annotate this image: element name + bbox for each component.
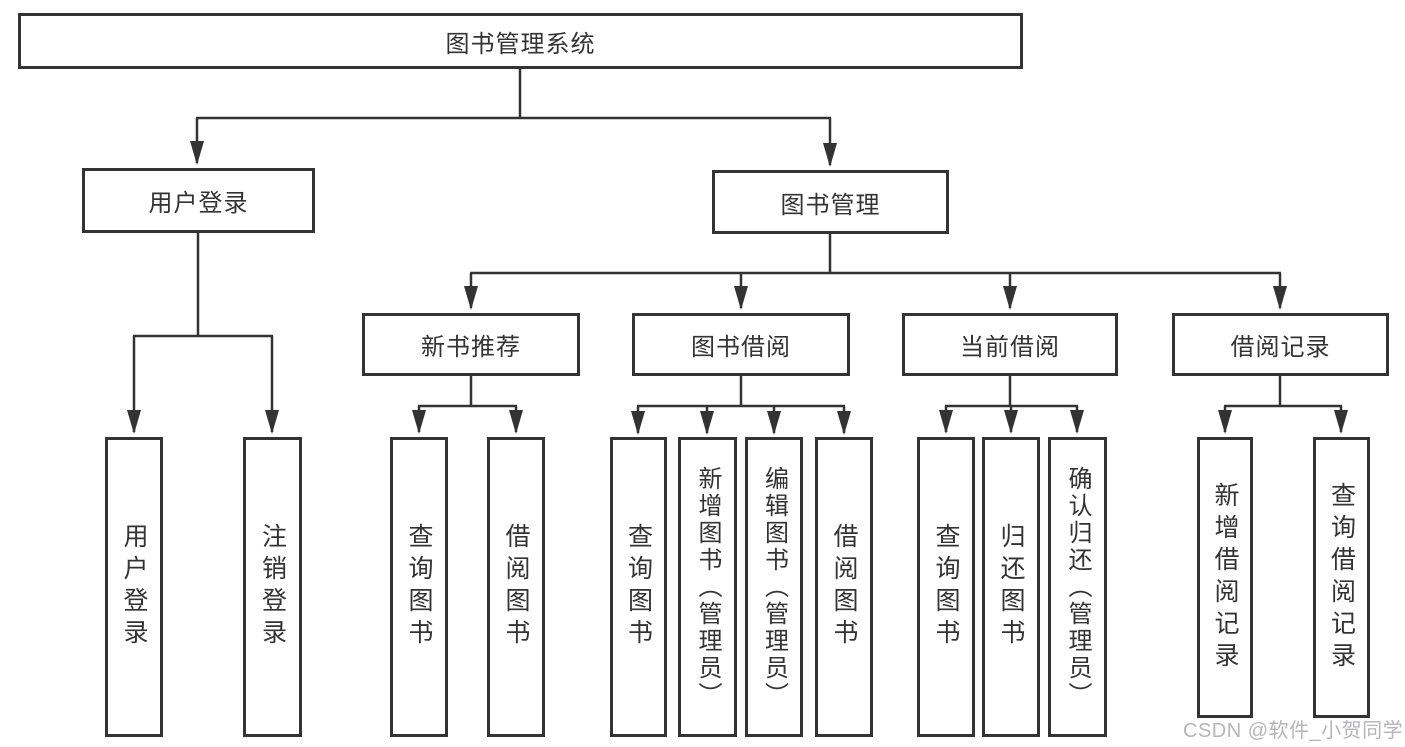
leaf-br-add-record: 新增借阅记录 <box>1197 437 1253 718</box>
node-current-borrowing: 当前借阅 <box>902 313 1118 376</box>
leaf-cb-query-books: 查询图书 <box>917 437 975 737</box>
node-book-borrowing: 图书借阅 <box>632 313 850 376</box>
leaf-user-login: 用户登录 <box>105 437 163 737</box>
leaf-logout: 注销登录 <box>243 437 302 737</box>
leaf-cb-confirm-return-admin: 确认归还（管理员） <box>1048 437 1107 737</box>
node-root: 图书管理系统 <box>18 13 1023 69</box>
node-user-login: 用户登录 <box>82 168 315 233</box>
leaf-bb-edit-books-admin: 编辑图书（管理员） <box>745 437 803 737</box>
leaf-br-query-record: 查询借阅记录 <box>1313 437 1370 718</box>
watermark-text: CSDN @软件_小贺同学 <box>1183 720 1404 742</box>
leaf-bb-query-books: 查询图书 <box>610 437 667 737</box>
node-book-management: 图书管理 <box>712 170 949 234</box>
leaf-rec-query-books: 查询图书 <box>390 437 448 737</box>
leaf-bb-add-books-admin: 新增图书（管理员） <box>678 437 737 737</box>
leaf-bb-borrow-books: 借阅图书 <box>815 437 873 737</box>
node-borrowing-records: 借阅记录 <box>1172 313 1389 376</box>
leaf-cb-return-books: 归还图书 <box>982 437 1040 737</box>
node-new-book-recommendation: 新书推荐 <box>362 313 580 376</box>
leaf-rec-borrow-books: 借阅图书 <box>487 437 545 737</box>
